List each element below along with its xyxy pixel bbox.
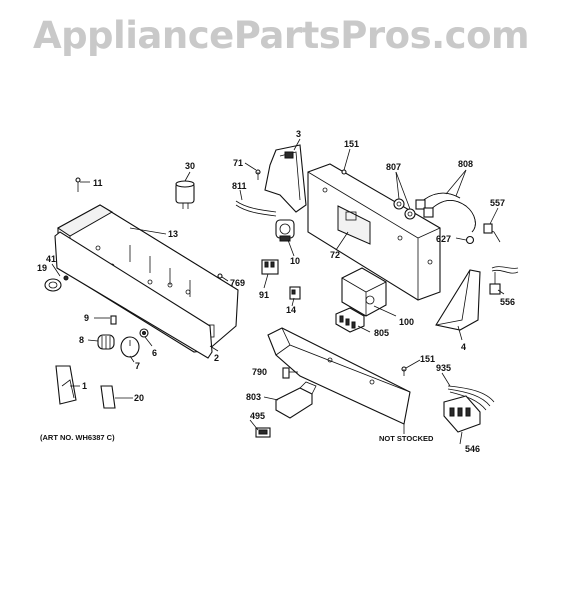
timer-100 — [341, 267, 387, 317]
switch-805 — [335, 307, 365, 333]
washer-627 — [465, 235, 475, 245]
thermistor-557 — [483, 223, 501, 243]
callout-546: 546 — [465, 444, 480, 454]
callout-808: 808 — [458, 159, 473, 169]
dial-7 — [120, 336, 140, 358]
callout-4: 4 — [461, 342, 466, 352]
connector-495 — [255, 427, 271, 438]
screw-151-bottom — [401, 366, 407, 376]
callout-935: 935 — [436, 363, 451, 373]
callout-769: 769 — [230, 278, 245, 288]
callout-14: 14 — [286, 305, 296, 315]
manual-1 — [55, 365, 77, 405]
switch-14 — [289, 286, 301, 300]
art-number-label: (ART NO. WH6387 C) — [40, 433, 115, 442]
callout-100: 100 — [399, 317, 414, 327]
wire-harness-546 — [443, 385, 495, 433]
callout-627: 627 — [436, 234, 451, 244]
callout-10: 10 — [290, 256, 300, 266]
screw-790 — [282, 367, 290, 379]
knob-19 — [44, 275, 69, 292]
screw-769 — [217, 273, 223, 279]
leader-lines — [51, 138, 505, 445]
knob-8 — [97, 334, 115, 350]
callout-495: 495 — [250, 411, 265, 421]
callout-labels: 3 151 807 808 30 71 811 11 557 627 72 13… — [37, 129, 515, 454]
callout-2: 2 — [214, 353, 219, 363]
callout-1: 1 — [82, 381, 87, 391]
console-front-panel — [54, 231, 213, 359]
callout-151-top: 151 — [344, 139, 359, 149]
spring-9 — [110, 315, 117, 325]
callout-557: 557 — [490, 198, 505, 208]
callout-13: 13 — [168, 229, 178, 239]
callout-19: 19 — [37, 263, 47, 273]
hose-811 — [235, 200, 277, 217]
callout-41: 41 — [46, 254, 56, 264]
callout-3: 3 — [296, 129, 301, 139]
callout-803: 803 — [246, 392, 261, 402]
callout-71: 71 — [233, 158, 243, 168]
pressure-switch-10 — [275, 219, 295, 242]
callout-91: 91 — [259, 290, 269, 300]
callout-805: 805 — [374, 328, 389, 338]
callout-11: 11 — [93, 178, 103, 188]
inlet-hose-808 — [415, 192, 476, 233]
callout-9: 9 — [84, 313, 89, 323]
harness-556 — [489, 266, 519, 295]
callout-30: 30 — [185, 161, 195, 171]
callout-6: 6 — [152, 348, 157, 358]
bracket-4 — [435, 269, 481, 331]
site-watermark: AppliancePartsPros.com — [32, 14, 530, 57]
callout-7: 7 — [135, 361, 140, 371]
callout-807: 807 — [386, 162, 401, 172]
callout-8: 8 — [79, 335, 84, 345]
screw-151-top — [341, 169, 347, 175]
switch-803 — [275, 381, 317, 419]
not-stocked-label: NOT STOCKED — [379, 434, 434, 443]
washer-807 — [393, 198, 416, 220]
callout-790: 790 — [252, 367, 267, 377]
screw-71 — [255, 169, 261, 180]
manual-20 — [100, 385, 116, 409]
switch-91 — [261, 259, 279, 275]
callout-811: 811 — [232, 181, 247, 191]
bracket-3 — [264, 144, 307, 213]
callout-556: 556 — [500, 297, 515, 307]
callout-72: 72 — [330, 250, 340, 260]
callout-151-bottom: 151 — [420, 354, 435, 364]
capacitor-30 — [175, 180, 195, 209]
screw-11 — [75, 177, 81, 192]
knob-6 — [139, 328, 149, 338]
backsplash-72 — [307, 163, 441, 301]
callout-20: 20 — [134, 393, 144, 403]
